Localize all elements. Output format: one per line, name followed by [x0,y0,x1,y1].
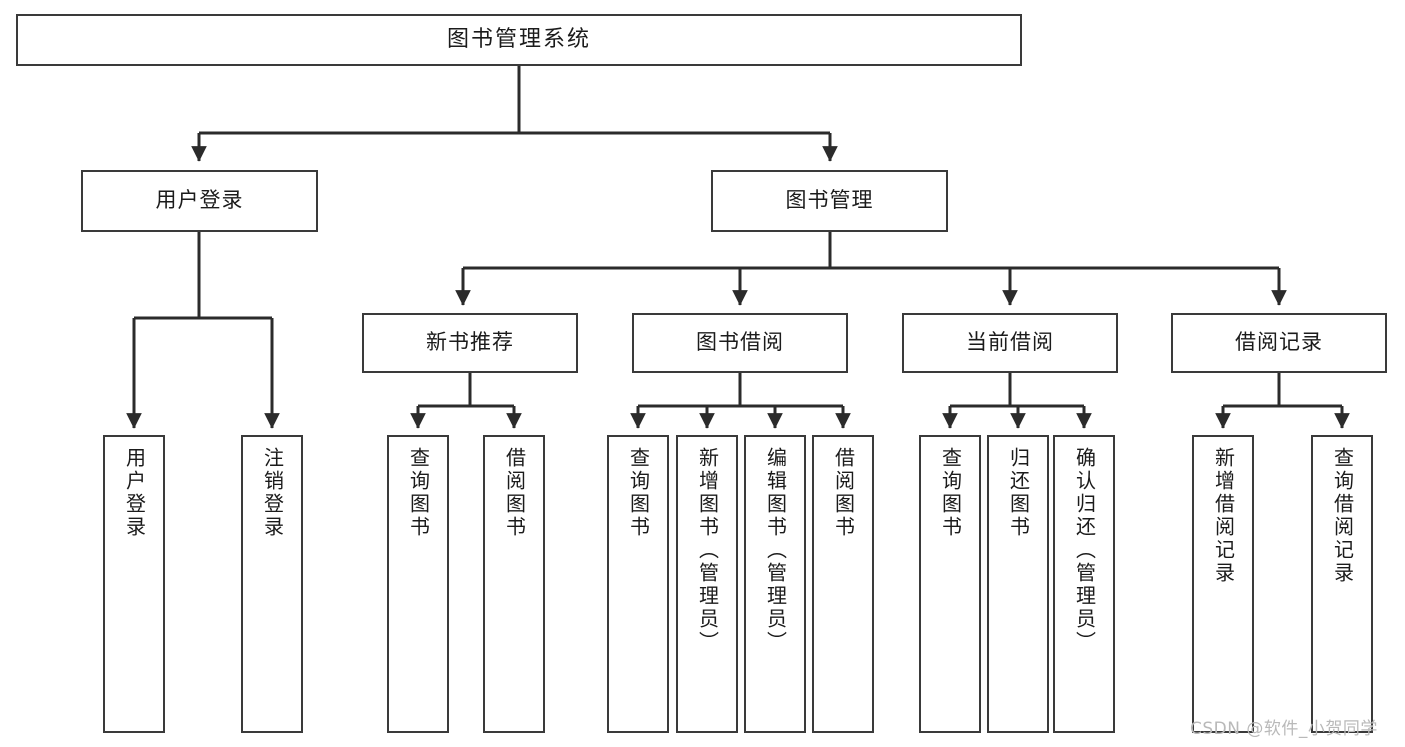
leaf-current-confirm-return-admin[interactable]: 确认归还（管理员） [1053,435,1115,733]
node-label: 新增借阅记录 [1211,447,1236,585]
leaf-current-query-book[interactable]: 查询图书 [919,435,981,733]
node-label: 查询借阅记录 [1330,447,1355,585]
leaf-borrow-query-book[interactable]: 查询图书 [607,435,669,733]
leaf-record-query-borrow-record[interactable]: 查询借阅记录 [1311,435,1373,733]
leaf-record-add-borrow-record[interactable]: 新增借阅记录 [1192,435,1254,733]
node-label: 查询图书 [626,447,651,539]
node-label: 图书管理 [785,188,874,213]
node-book-management[interactable]: 图书管理 [711,170,948,232]
node-label: 编辑图书（管理员） [763,447,788,654]
node-label: 查询图书 [938,447,963,539]
leaf-recommend-query-book[interactable]: 查询图书 [387,435,449,733]
node-book-borrow[interactable]: 图书借阅 [632,313,848,373]
csdn-watermark: CSDN @软件_小贺同学 [1190,719,1378,739]
node-label: 图书管理系统 [446,26,591,52]
node-label: 确认归还（管理员） [1072,447,1097,654]
node-label: 注销登录 [260,447,285,539]
node-current-borrow[interactable]: 当前借阅 [902,313,1118,373]
leaf-user-logout[interactable]: 注销登录 [241,435,303,733]
node-label: 图书借阅 [696,330,784,355]
leaf-borrow-borrow-book[interactable]: 借阅图书 [812,435,874,733]
leaf-current-return-book[interactable]: 归还图书 [987,435,1049,733]
node-label: 查询图书 [406,447,431,539]
node-label: 借阅图书 [502,447,527,539]
node-label: 用户登录 [155,188,244,213]
leaf-recommend-borrow-book[interactable]: 借阅图书 [483,435,545,733]
node-borrow-record[interactable]: 借阅记录 [1171,313,1387,373]
leaf-borrow-edit-book-admin[interactable]: 编辑图书（管理员） [744,435,806,733]
node-user-login[interactable]: 用户登录 [81,170,318,232]
node-root-book-management-system[interactable]: 图书管理系统 [16,14,1022,66]
node-label: 用户登录 [122,447,147,539]
node-label: 当前借阅 [966,330,1054,355]
leaf-user-login[interactable]: 用户登录 [103,435,165,733]
node-label: 借阅记录 [1235,330,1323,355]
node-label: 新增图书（管理员） [695,447,720,654]
node-label: 借阅图书 [831,447,856,539]
leaf-borrow-add-book-admin[interactable]: 新增图书（管理员） [676,435,738,733]
node-new-book-recommend[interactable]: 新书推荐 [362,313,578,373]
node-label: 归还图书 [1006,447,1031,539]
node-label: 新书推荐 [426,330,514,355]
